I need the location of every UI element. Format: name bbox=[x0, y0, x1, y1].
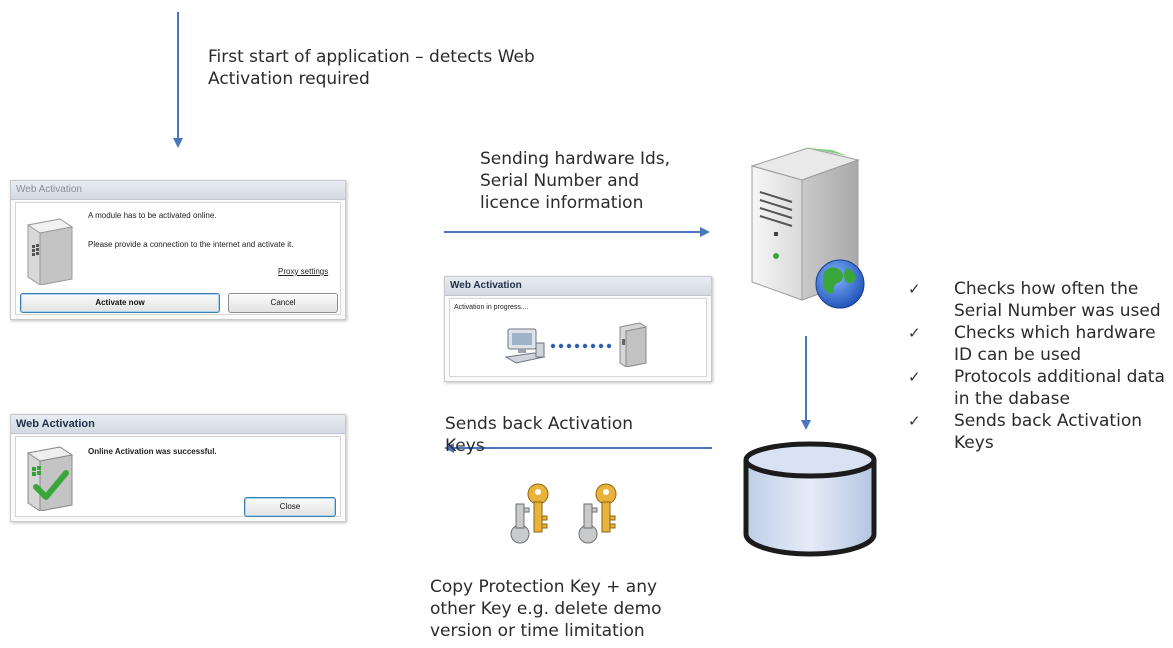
progress-message: Activation in progress.... bbox=[454, 304, 529, 311]
module-box-icon bbox=[619, 322, 647, 367]
activation-dialog: Web Activation A module has to be activa… bbox=[10, 180, 346, 320]
cancel-button[interactable]: Cancel bbox=[228, 293, 338, 313]
activate-now-button[interactable]: Activate now bbox=[20, 293, 220, 313]
server-globe-icon bbox=[750, 147, 865, 309]
first-start-label: First start of application – detects Web… bbox=[208, 47, 535, 89]
dialog-title: Web Activation bbox=[445, 277, 711, 296]
checklist-item: ✓Checks which hardware ID can be used bbox=[908, 323, 1156, 365]
copy-protection-label: Copy Protection Key + any other Key e.g.… bbox=[430, 577, 662, 641]
key-pair-2 bbox=[578, 483, 617, 544]
database-icon bbox=[743, 441, 877, 557]
checkmark-icon: ✓ bbox=[908, 324, 921, 342]
checkmark-icon: ✓ bbox=[908, 368, 921, 386]
success-dialog: Web Activation Online Activation was suc… bbox=[10, 414, 346, 522]
keys-icon bbox=[510, 483, 617, 544]
success-message: Online Activation was successful. bbox=[88, 447, 217, 456]
checkmark-icon: ✓ bbox=[908, 280, 921, 298]
activation-message-1: A module has to be activated online. bbox=[88, 211, 217, 220]
dialog-title: Web Activation bbox=[11, 415, 345, 434]
server-checklist: ✓Checks how often the Serial Number was … bbox=[908, 278, 1168, 454]
sending-label: Sending hardware Ids, Serial Number and … bbox=[480, 149, 671, 213]
checklist-item: ✓Protocols additional data in the dabase bbox=[908, 367, 1165, 409]
close-button[interactable]: Close bbox=[244, 497, 336, 517]
module-box-icon bbox=[26, 218, 74, 285]
progress-dots bbox=[550, 343, 612, 349]
key-pair-1 bbox=[510, 483, 549, 544]
proxy-settings-link[interactable]: Proxy settings bbox=[278, 267, 329, 276]
checkmark-icon: ✓ bbox=[908, 412, 921, 430]
computer-icon bbox=[504, 328, 546, 364]
dialog-title: Web Activation bbox=[11, 181, 345, 200]
checklist-item: ✓Sends back Activation Keys bbox=[908, 411, 1142, 453]
progress-dialog: Web Activation Activation in progress...… bbox=[444, 276, 712, 382]
sends-back-label: Sends back Activation Keys bbox=[445, 414, 633, 456]
module-success-icon bbox=[26, 446, 74, 511]
checklist-item: ✓Checks how often the Serial Number was … bbox=[908, 279, 1161, 321]
activation-message-2: Please provide a connection to the inter… bbox=[88, 240, 294, 249]
